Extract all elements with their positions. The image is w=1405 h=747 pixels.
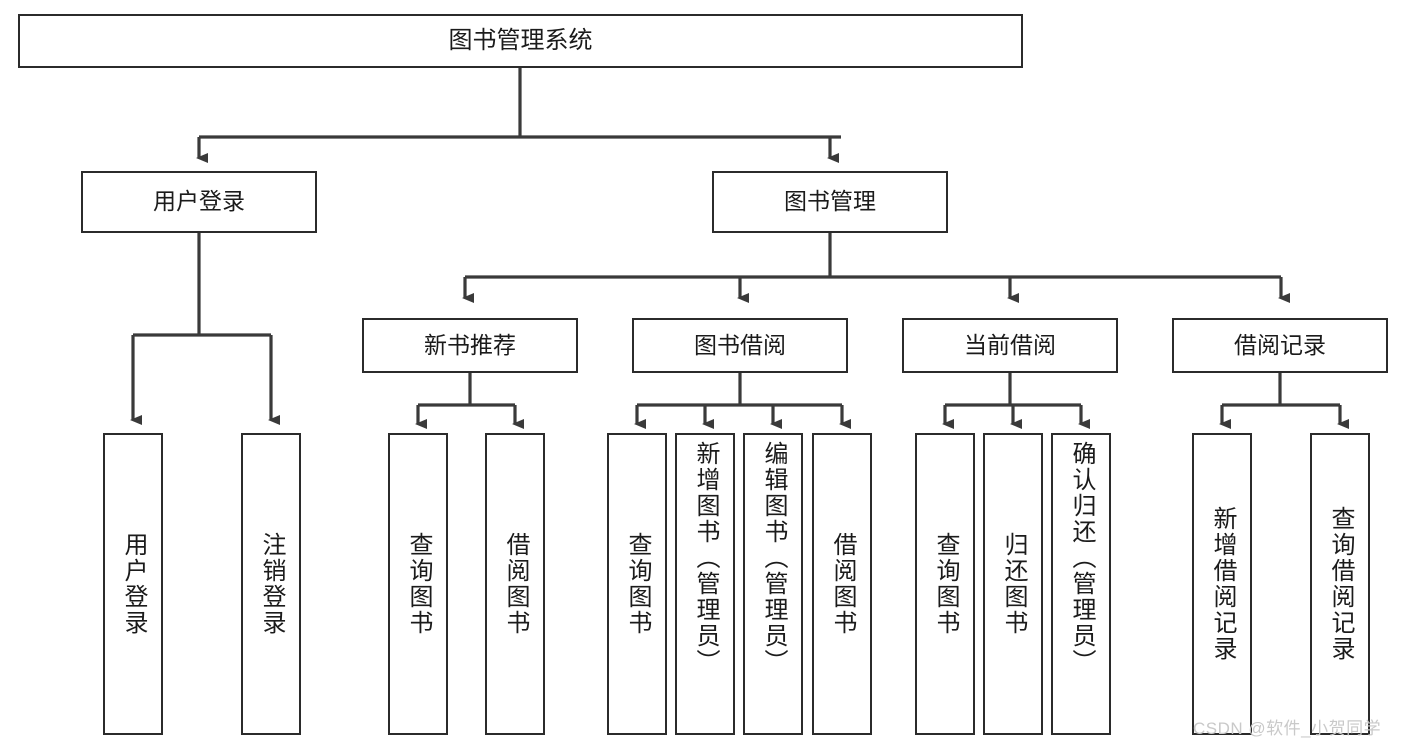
node-label: 图书借阅	[694, 331, 786, 358]
node-label: 借阅记录	[1234, 331, 1326, 358]
node-label: 用户登录	[119, 532, 147, 636]
node-borrow-record[interactable]: 借阅记录	[1172, 318, 1388, 373]
leaf-user-login[interactable]: 用户登录	[103, 433, 163, 735]
node-book-manage[interactable]: 图书管理	[712, 171, 948, 233]
node-label: 归还图书	[999, 532, 1027, 636]
node-current-borrow[interactable]: 当前借阅	[902, 318, 1118, 373]
node-label: 编辑图书（管理员）	[759, 441, 787, 675]
node-label: 查询图书	[623, 532, 651, 636]
node-label: 新增图书（管理员）	[691, 441, 719, 675]
leaf-query-book-recommend[interactable]: 查询图书	[388, 433, 448, 735]
leaf-borrow-book[interactable]: 借阅图书	[812, 433, 872, 735]
node-label: 查询图书	[404, 532, 432, 636]
leaf-query-book-borrow[interactable]: 查询图书	[607, 433, 667, 735]
leaf-add-book[interactable]: 新增图书（管理员）	[675, 433, 735, 735]
node-label: 图书管理	[784, 188, 876, 215]
node-label: 确认归还（管理员）	[1067, 441, 1095, 675]
node-new-book-recommend[interactable]: 新书推荐	[362, 318, 578, 373]
leaf-query-borrow-record[interactable]: 查询借阅记录	[1310, 433, 1370, 735]
csdn-watermark: CSDN @软件_小贺同学	[1193, 719, 1382, 738]
leaf-edit-book[interactable]: 编辑图书（管理员）	[743, 433, 803, 735]
node-book-borrow[interactable]: 图书借阅	[632, 318, 848, 373]
node-label: 查询借阅记录	[1326, 506, 1354, 662]
node-label: 查询图书	[931, 532, 959, 636]
node-label: 图书管理系统	[448, 26, 593, 54]
node-root-system[interactable]: 图书管理系统	[18, 14, 1023, 68]
node-label: 借阅图书	[828, 532, 856, 636]
leaf-confirm-return[interactable]: 确认归还（管理员）	[1051, 433, 1111, 735]
leaf-return-book[interactable]: 归还图书	[983, 433, 1043, 735]
node-label: 当前借阅	[964, 331, 1056, 358]
leaf-logout-login[interactable]: 注销登录	[241, 433, 301, 735]
node-label: 新增借阅记录	[1208, 506, 1236, 662]
node-label: 新书推荐	[424, 331, 516, 358]
node-label: 借阅图书	[501, 532, 529, 636]
leaf-query-book-current[interactable]: 查询图书	[915, 433, 975, 735]
node-user-login[interactable]: 用户登录	[81, 171, 317, 233]
node-label: 用户登录	[153, 188, 245, 215]
node-label: 注销登录	[257, 532, 285, 636]
leaf-add-borrow-record[interactable]: 新增借阅记录	[1192, 433, 1252, 735]
leaf-borrow-book-recommend[interactable]: 借阅图书	[485, 433, 545, 735]
